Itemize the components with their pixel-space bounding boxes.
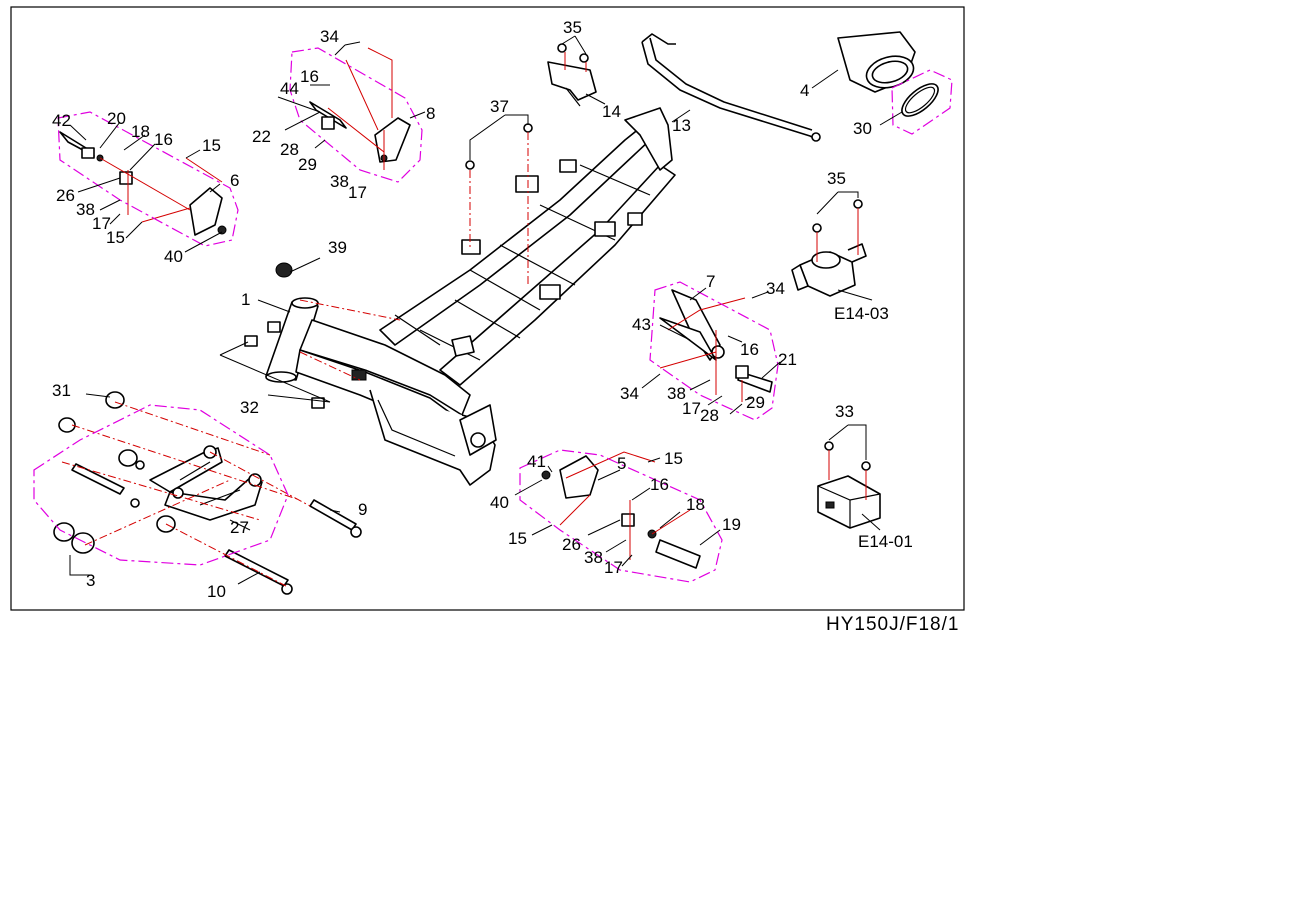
callout-26-left: 26 — [56, 186, 75, 205]
callout-34-right-top: 34 — [766, 279, 785, 298]
callout-26-lower: 26 — [562, 535, 581, 554]
small-fasteners — [244, 123, 533, 409]
engine-hanger-bracket — [149, 445, 263, 521]
stand-bar-part — [641, 33, 821, 142]
callout-40-lower: 40 — [490, 493, 509, 512]
callout-38-left: 38 — [76, 200, 95, 219]
drawing-code-label: HY150J/F18/1 — [826, 614, 960, 635]
long-bolts — [71, 463, 362, 595]
callout-38-right: 38 — [667, 384, 686, 403]
callout-18-lower: 18 — [686, 495, 705, 514]
callout-33: 33 — [835, 402, 854, 421]
callout-16-right: 16 — [740, 340, 759, 359]
callout-34-right-bottom: 34 — [620, 384, 639, 403]
callout-40-left: 40 — [164, 247, 183, 266]
callout-1: 1 — [241, 290, 250, 309]
callout-17-lower: 17 — [604, 558, 623, 577]
callout-32: 32 — [240, 398, 259, 417]
callout-9: 9 — [358, 500, 367, 519]
callout-18-left: 18 — [131, 122, 150, 141]
callout-29-right: 29 — [746, 393, 765, 412]
callout-16-lower: 16 — [650, 475, 669, 494]
exploded-view-lines — [61, 47, 867, 587]
callout-7: 7 — [706, 272, 715, 291]
callout-6: 6 — [230, 171, 239, 190]
callout-17-upper: 17 — [348, 183, 367, 202]
callout-10: 10 — [207, 582, 226, 601]
callout-28-right: 28 — [700, 406, 719, 425]
group-boundaries — [33, 47, 953, 583]
callout-35-top: 35 — [563, 18, 582, 37]
callout-43: 43 — [632, 315, 651, 334]
callout-38-upper: 38 — [330, 172, 349, 191]
callout-14: 14 — [602, 102, 621, 121]
callout-28-upper: 28 — [280, 140, 299, 159]
diagram-frame — [10, 6, 965, 611]
callout-13: 13 — [672, 116, 691, 135]
callout-15-lower-left: 15 — [106, 228, 125, 247]
callout-15-lower-right-bottom: 15 — [508, 529, 527, 548]
lower-footrest-bracket — [541, 455, 701, 569]
callout-44: 44 — [280, 79, 299, 98]
fuel-valve-part — [791, 199, 867, 297]
callout-34-upper: 34 — [320, 27, 339, 46]
cdi-unit-part — [817, 441, 881, 529]
callout-42: 42 — [52, 111, 71, 130]
top-mount-bracket — [547, 43, 597, 107]
air-duct-part — [837, 31, 916, 93]
leader-lines — [69, 35, 903, 585]
callout-29-upper: 29 — [298, 155, 317, 174]
callout-16-left: 16 — [154, 130, 173, 149]
callout-41: 41 — [527, 452, 546, 471]
callout-labels: 1 3 4 5 6 7 8 9 10 13 14 15 15 15 15 16 … — [52, 18, 913, 601]
callout-30: 30 — [853, 119, 872, 138]
main-frame-part — [265, 107, 676, 486]
callout-E14-03: E14-03 — [834, 304, 889, 323]
callout-38-lower: 38 — [584, 548, 603, 567]
callout-15-upper-left: 15 — [202, 136, 221, 155]
callout-16-upper: 16 — [300, 67, 319, 86]
callout-37: 37 — [490, 97, 509, 116]
callout-17-left: 17 — [92, 214, 111, 233]
callout-21: 21 — [778, 350, 797, 369]
callout-35-right: 35 — [827, 169, 846, 188]
callout-20: 20 — [107, 109, 126, 128]
callout-4: 4 — [800, 81, 809, 100]
callout-8: 8 — [426, 104, 435, 123]
right-footrest-bracket — [659, 289, 773, 393]
callout-39: 39 — [328, 238, 347, 257]
callout-3: 3 — [86, 571, 95, 590]
callout-15-lower-right-top: 15 — [664, 449, 683, 468]
gasket-part — [901, 83, 939, 117]
callout-31: 31 — [52, 381, 71, 400]
callout-22: 22 — [252, 127, 271, 146]
callout-27: 27 — [230, 518, 249, 537]
callout-19: 19 — [722, 515, 741, 534]
callout-5: 5 — [617, 454, 626, 473]
callout-E14-01: E14-01 — [858, 532, 913, 551]
callout-17-right: 17 — [682, 399, 701, 418]
left-footrest-bracket — [59, 131, 227, 236]
